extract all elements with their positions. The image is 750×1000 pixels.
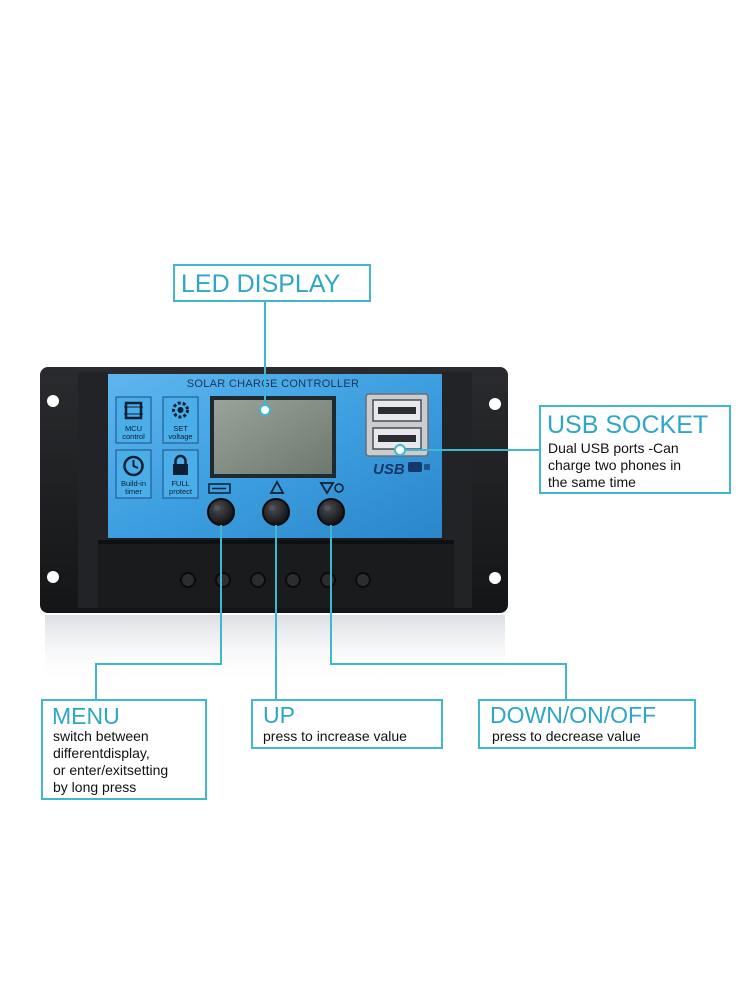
gear-icon: [172, 401, 189, 419]
usb-logo: USB: [373, 461, 405, 478]
mounting-hole: [47, 571, 59, 583]
feature-build-in-timer: Build-in timer: [115, 449, 152, 499]
menu-desc-line: differentdisplay,: [53, 745, 150, 761]
menu-symbol-icon: [208, 483, 231, 494]
feature-label: protect: [169, 487, 193, 496]
usb-socket-desc-line: charge two phones in: [548, 457, 682, 473]
menu-button[interactable]: [207, 498, 235, 526]
feature-full-protect: FULL protect: [162, 449, 199, 499]
menu-desc-line: by long press: [53, 779, 137, 795]
up-button[interactable]: [262, 498, 290, 526]
feature-label: control: [122, 432, 145, 441]
pointer-dot: [259, 404, 271, 416]
down-on-off-button[interactable]: [317, 498, 345, 526]
feature-label: SET: [173, 424, 188, 433]
feature-label: timer: [125, 487, 142, 496]
up-triangle-icon: [269, 480, 285, 494]
lock-icon: [173, 454, 188, 475]
pointer-dot: [394, 444, 406, 456]
mounting-hole: [47, 395, 59, 407]
feature-label: FULL: [171, 479, 189, 488]
lcd-screen: [214, 400, 332, 474]
chip-icon: [124, 401, 143, 420]
down-on-off-desc: press to decrease value: [492, 728, 641, 744]
down-power-icon: [319, 482, 344, 495]
feature-label: MCU: [125, 424, 142, 433]
panel-title: SOLAR CHARGE CONTROLLER: [187, 378, 360, 390]
mounting-hole: [489, 572, 501, 584]
feature-label: Build-in: [121, 479, 146, 488]
feature-label: voltage: [168, 432, 192, 441]
clock-icon: [123, 455, 144, 477]
connector-lines: [95, 300, 567, 700]
usb-socket-desc-line: the same time: [548, 474, 636, 490]
down-on-off-callout: DOWN/ON/OFF press to decrease value: [478, 699, 696, 749]
up-callout: UP press to increase value: [251, 699, 443, 749]
menu-desc-line: or enter/exitsetting: [53, 762, 169, 778]
menu-desc-line: switch between: [53, 728, 149, 744]
led-display-title: LED DISPLAY: [181, 270, 341, 298]
menu-title: MENU: [52, 703, 120, 729]
usb-socket-desc-line: Dual USB ports -Can: [548, 440, 679, 456]
down-on-off-title: DOWN/ON/OFF: [490, 702, 657, 728]
mounting-hole: [489, 398, 501, 410]
usb-socket[interactable]: [365, 393, 429, 457]
usb-logo-icon: [408, 462, 430, 472]
up-title: UP: [263, 702, 295, 728]
usb-socket-title: USB SOCKET: [547, 411, 709, 439]
menu-callout: MENU switch between differentdisplay, or…: [41, 699, 207, 800]
feature-set-voltage: SET voltage: [162, 396, 199, 444]
feature-mcu-control: MCU control: [115, 396, 152, 444]
usb-socket-callout: USB SOCKET Dual USB ports -Can charge tw…: [539, 405, 731, 494]
led-display-callout: LED DISPLAY: [173, 264, 371, 302]
up-desc: press to increase value: [263, 728, 407, 744]
